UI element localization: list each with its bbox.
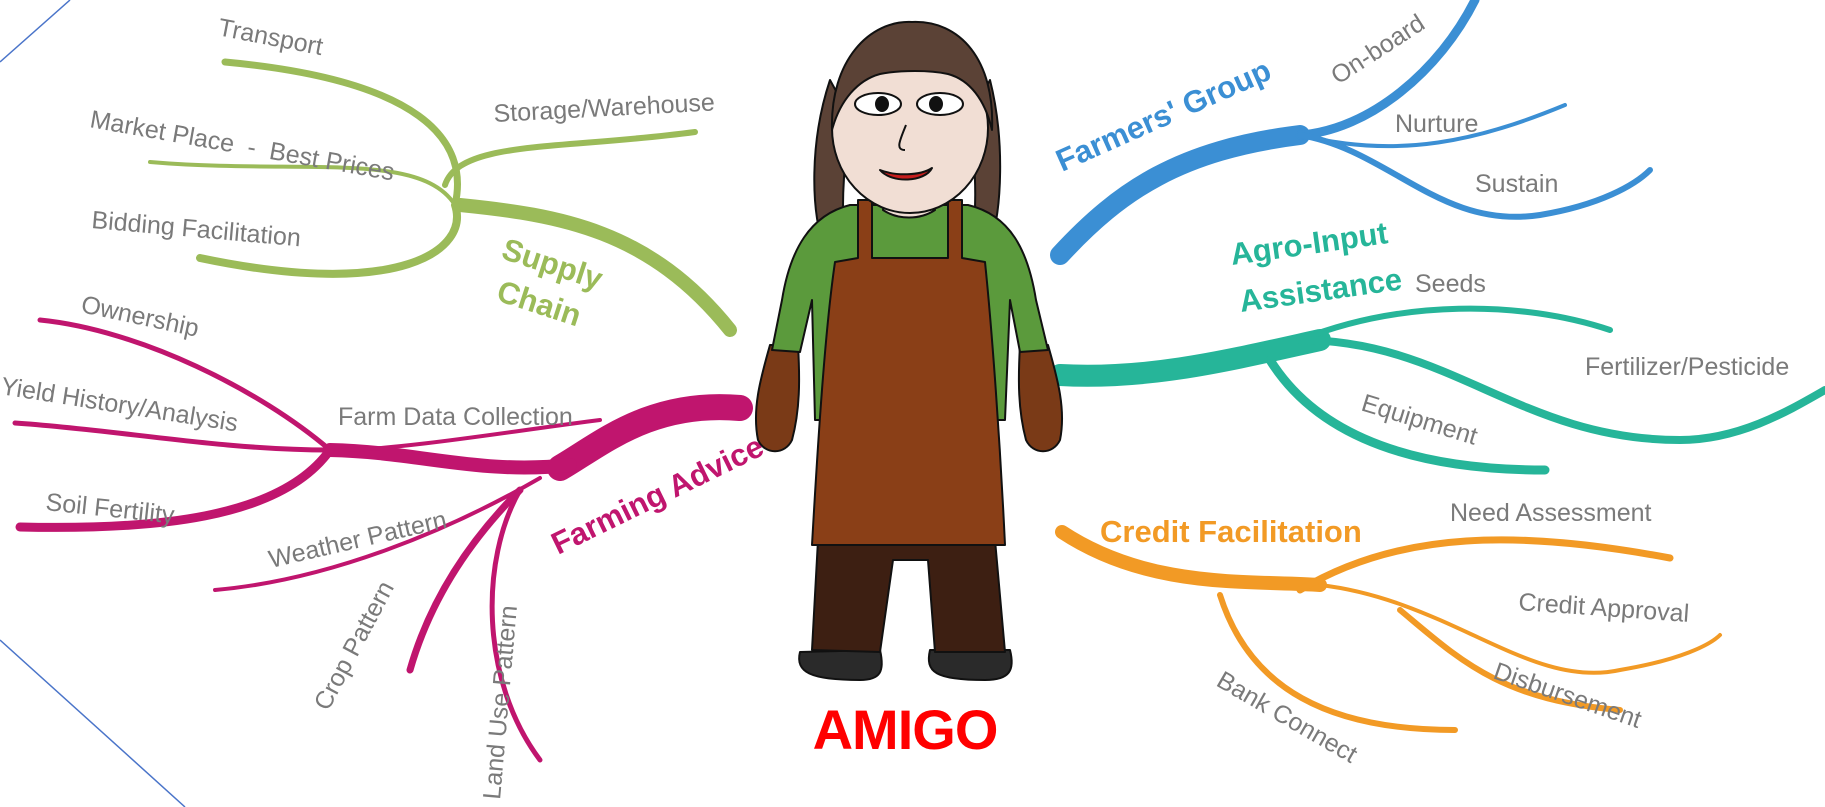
- farming-item-crop-pattern: Crop Pattern: [309, 577, 400, 715]
- farming-item-land-use-pattern: Land Use Pattern: [478, 604, 523, 800]
- character-boot-left: [798, 649, 883, 681]
- farmers-item-nurture: Nurture: [1395, 110, 1478, 138]
- farming-advice-labels: Ownership Yield History/Analysis Soil Fe…: [0, 290, 769, 800]
- farmers-group-label: Farmers' Group: [1051, 52, 1277, 178]
- farmer-character: [754, 20, 1064, 681]
- character-hair-front: [830, 20, 994, 131]
- farming-sub-label: Farm Data Collection: [338, 403, 573, 431]
- farming-item-weather-pattern: Weather Pattern: [266, 506, 449, 574]
- supply-chain-branch: [148, 58, 737, 337]
- character-mouth: [879, 167, 933, 181]
- farmers-group-branch: [1050, 0, 1653, 265]
- farming-item-ownership: Ownership: [79, 290, 202, 342]
- credit-item-need-assessment: Need Assessment: [1450, 499, 1652, 527]
- agro-input-label-line2: Assistance: [1237, 261, 1404, 318]
- supply-item-transport: Transport: [216, 13, 326, 61]
- farming-advice-branch: [12, 317, 753, 763]
- supply-item-bidding: Bidding Facilitation: [90, 206, 301, 252]
- farmers-group-labels: On-board Nurture Sustain Farmers' Group: [1051, 9, 1559, 198]
- credit-branch: [1055, 525, 1722, 733]
- corner-line-bottom: [0, 639, 186, 807]
- agro-item-fertilizer: Fertilizer/Pesticide: [1585, 353, 1789, 381]
- character-glove-left: [754, 344, 801, 453]
- supply-item-storage: Storage/Warehouse: [493, 88, 716, 128]
- farming-item-yield-history: Yield History/Analysis: [0, 372, 240, 437]
- character-apron: [811, 199, 1006, 546]
- corner-line-top: [0, 0, 71, 63]
- character-boot-right: [927, 649, 1013, 681]
- character-pants: [811, 539, 1006, 653]
- agro-item-seeds: Seeds: [1415, 270, 1486, 298]
- agro-input-branch: [1049, 305, 1825, 475]
- character-glove-right: [1017, 344, 1064, 453]
- credit-item-credit-approval: Credit Approval: [1518, 588, 1690, 628]
- credit-facilitation-label: Credit Facilitation: [1100, 514, 1362, 549]
- amigo-title: AMIGO: [812, 698, 999, 761]
- farmers-item-sustain: Sustain: [1475, 170, 1558, 198]
- agro-input-label-line1: Agro-Input: [1228, 215, 1390, 272]
- supply-item-market-place: Market Place - Best Prices: [88, 105, 397, 186]
